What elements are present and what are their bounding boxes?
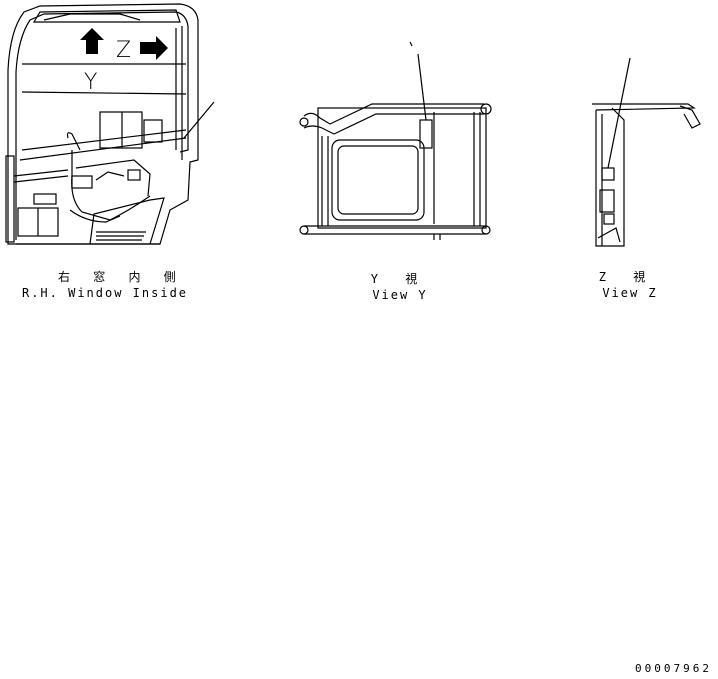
marker-y: Y	[84, 70, 98, 95]
view-z-label-top	[601, 167, 615, 181]
caption-inside-en: R.H. Window Inside	[21, 286, 189, 300]
caption-inside-jp: 右 窓 内 側	[58, 270, 184, 284]
caption-view-z-en: View Z	[602, 286, 658, 300]
caption-view-y-en: View Y	[372, 288, 428, 302]
view-y-leader	[417, 53, 427, 121]
label-panel-small	[143, 119, 163, 143]
arrow-right-icon	[140, 36, 168, 60]
label-panel	[99, 111, 143, 149]
document-number: 00007962	[635, 662, 712, 675]
view-z-label-mid	[599, 189, 615, 213]
marker-z: Z	[116, 38, 132, 63]
cab-inner-frame	[15, 11, 189, 240]
arrow-up-icon	[80, 28, 104, 54]
caption-view-z-jp: Z 視	[598, 270, 656, 284]
leader-line	[183, 101, 215, 139]
view-z-leader	[607, 57, 631, 169]
cab-outer-frame	[7, 3, 199, 245]
caption-view-y-jp: Y 視	[370, 272, 428, 286]
